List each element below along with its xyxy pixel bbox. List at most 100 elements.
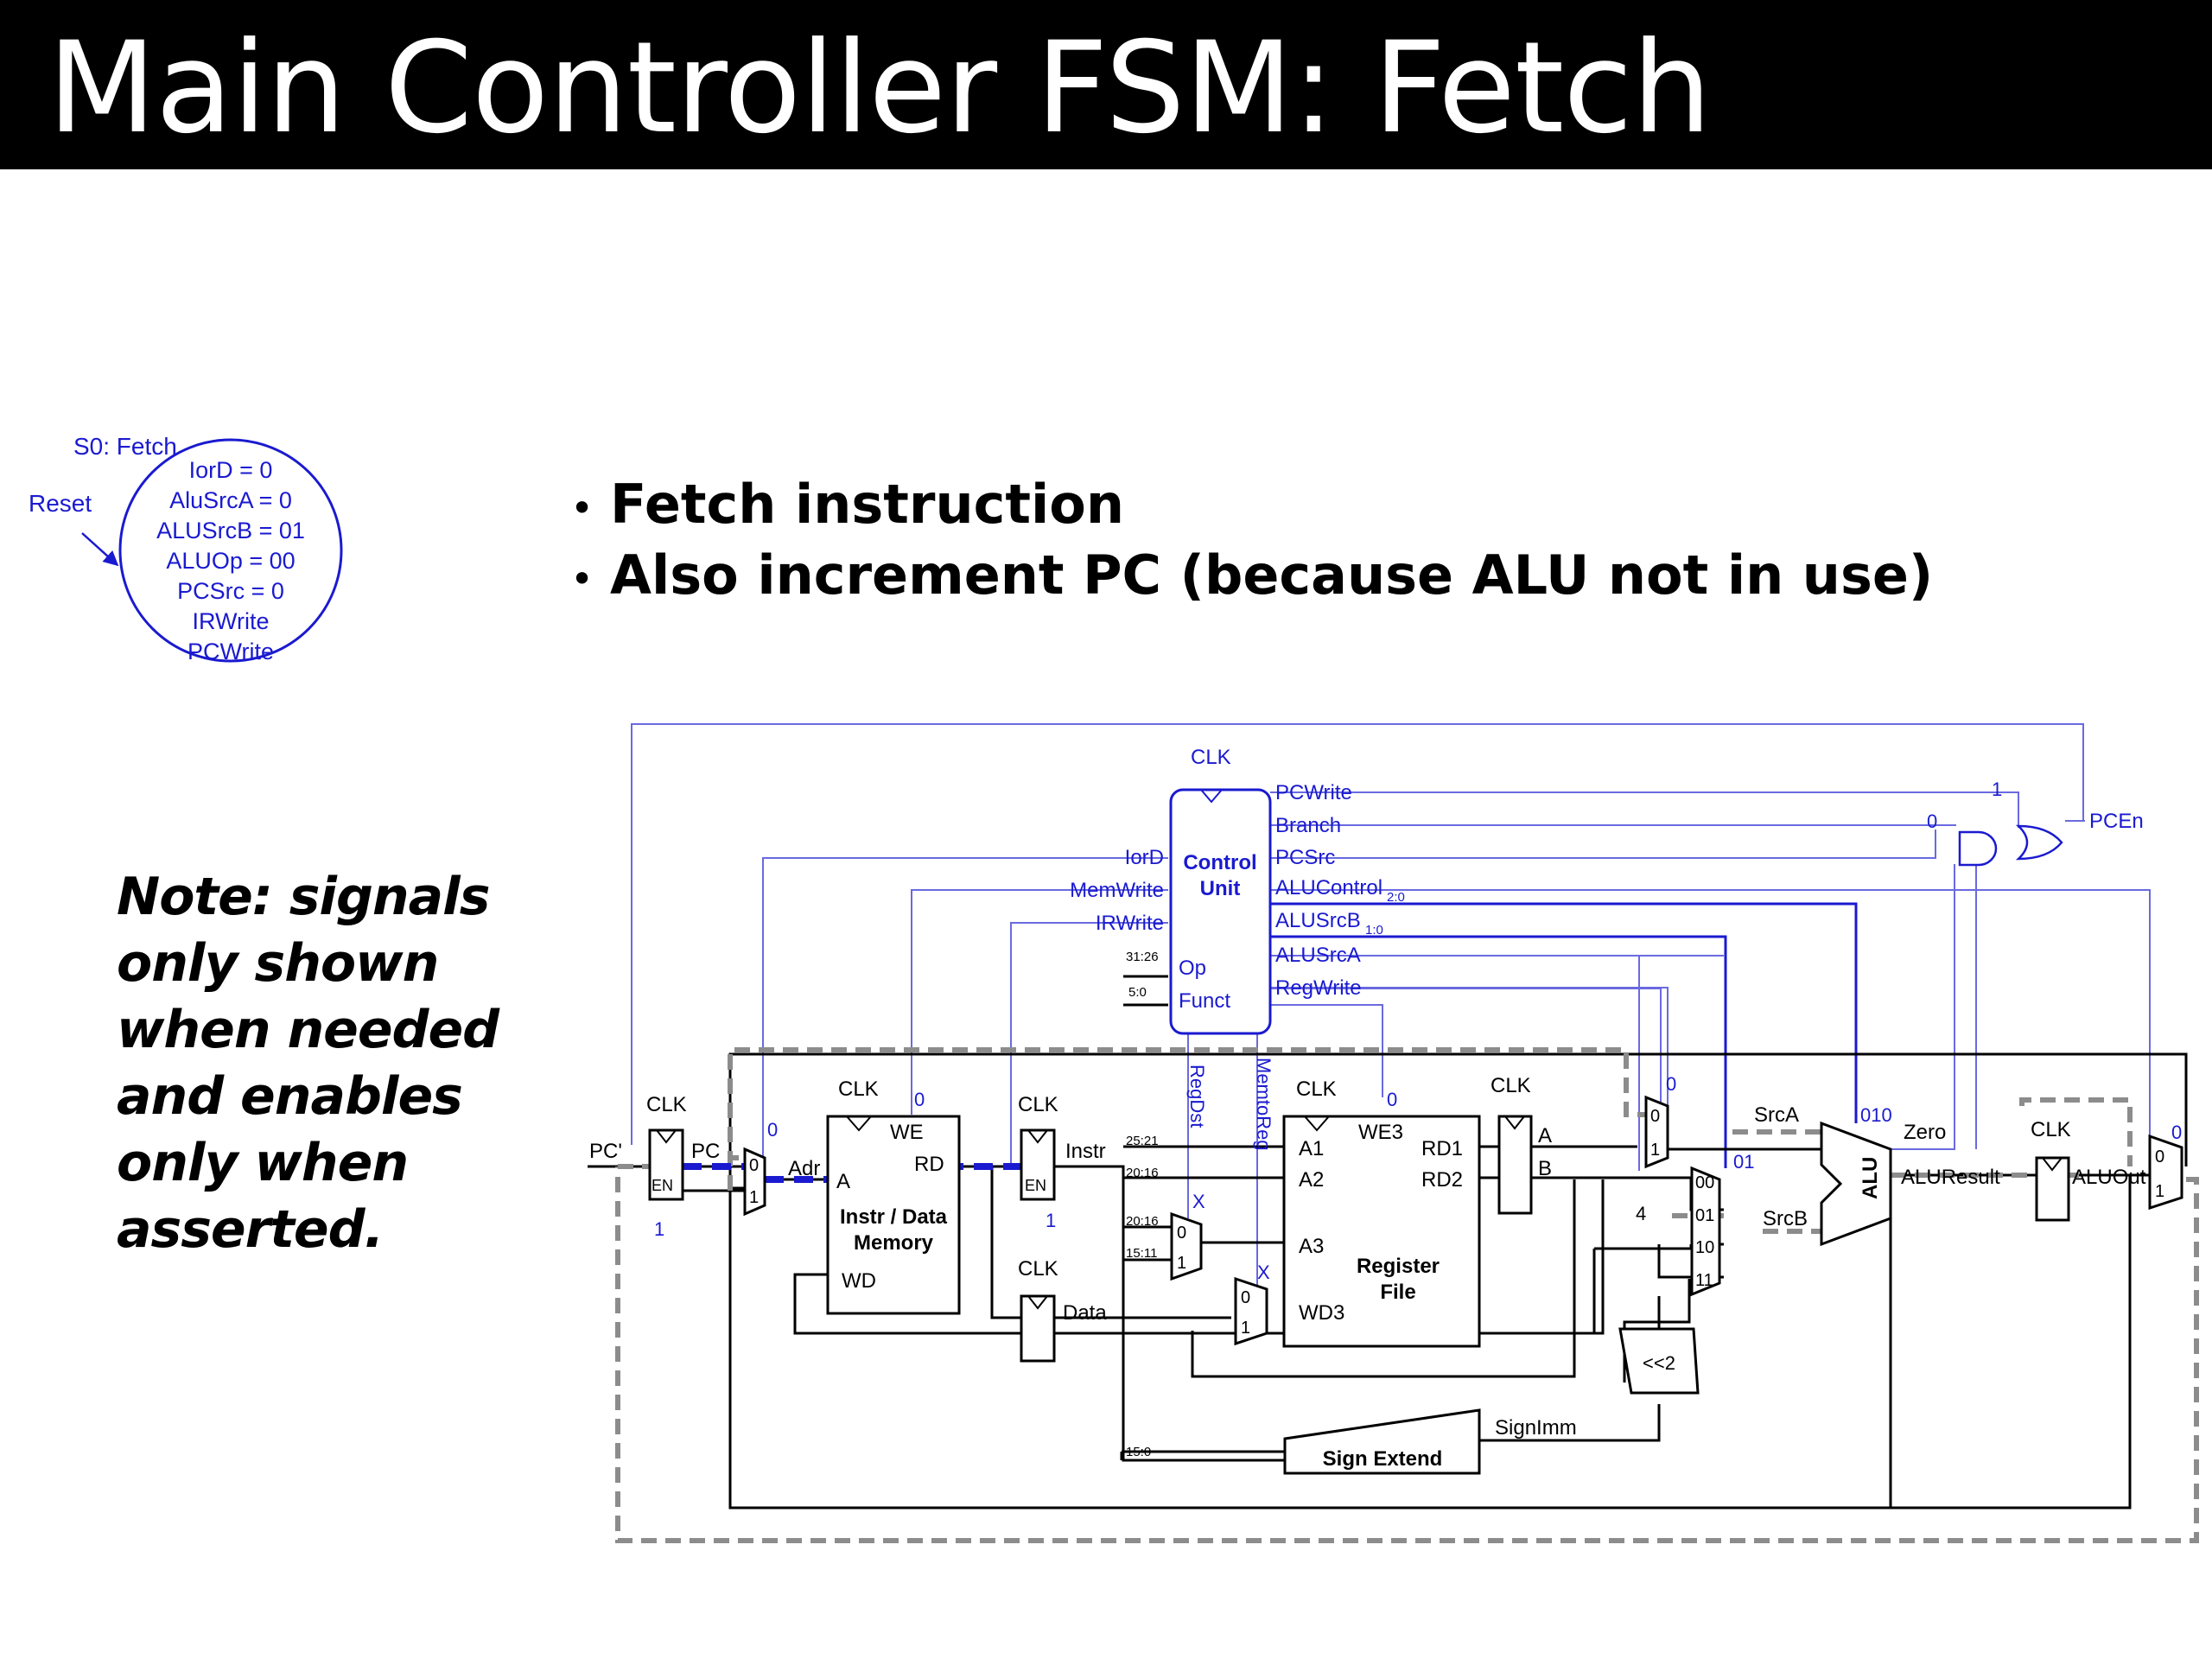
signimm-label: SignImm bbox=[1495, 1416, 1577, 1440]
cu-regdst: RegDst bbox=[1186, 1065, 1208, 1128]
instr-data-memory: CLK WE 0 A RD WD Instr / Data Memory bbox=[826, 1077, 961, 1315]
data-clk-label: CLK bbox=[1018, 1257, 1058, 1281]
cu-funct-label: Funct bbox=[1179, 989, 1230, 1013]
ir-clk-label: CLK bbox=[1018, 1093, 1058, 1116]
field-label: 20:16 bbox=[1126, 1214, 1159, 1229]
sign-extend: Sign Extend SignImm bbox=[1283, 1408, 1577, 1475]
fsm-line: ALUOp = 00 bbox=[166, 548, 295, 574]
cu-out-alusrca: ALUSrcA bbox=[1275, 944, 1361, 967]
srcb-four: 4 bbox=[1636, 1203, 1646, 1224]
mem-name-1: Instr / Data bbox=[840, 1205, 948, 1229]
mem-clk-label: CLK bbox=[838, 1077, 879, 1101]
fsm-line: ALUSrcB = 01 bbox=[156, 518, 305, 543]
srcb-sel: 01 bbox=[1733, 1151, 1754, 1173]
pc-en-label: EN bbox=[652, 1177, 673, 1194]
cu-out-pcwrite: PCWrite bbox=[1275, 781, 1352, 804]
rf-rd1-label: RD1 bbox=[1421, 1137, 1463, 1160]
shift-label: <<2 bbox=[1643, 1352, 1675, 1374]
slide-title: Main Controller FSM: Fetch bbox=[48, 15, 1712, 162]
data-register: CLK Data bbox=[1018, 1257, 1107, 1363]
ir-en-label: EN bbox=[1025, 1177, 1046, 1194]
pc-register: CLK EN PC' PC 1 bbox=[589, 1093, 720, 1240]
rf-name-1: Register bbox=[1357, 1255, 1440, 1278]
data-wires bbox=[588, 975, 2188, 1510]
cu-subtitle: Unit bbox=[1200, 877, 1241, 900]
fsm-state: S0: Fetch Reset IorD = 0 AluSrcA = 0 ALU… bbox=[29, 433, 343, 664]
memtoreg-in0: 0 bbox=[1241, 1288, 1250, 1307]
reset-arrow bbox=[81, 532, 119, 567]
bullet-item: • Fetch instruction bbox=[570, 471, 1933, 542]
addr-mux-in0: 0 bbox=[749, 1156, 759, 1175]
mem-we-value: 0 bbox=[914, 1089, 925, 1110]
ab-a-label: A bbox=[1538, 1124, 1552, 1147]
control-wires bbox=[631, 723, 2151, 1296]
cu-out-pcsrc: PCSrc bbox=[1275, 846, 1335, 869]
fsm-state-circle bbox=[118, 438, 343, 663]
aluout-register: CLK ALUOut bbox=[2031, 1118, 2146, 1222]
rf-name-2: File bbox=[1380, 1281, 1415, 1304]
ir-out-label: Instr bbox=[1065, 1140, 1106, 1163]
cu-out-alucontrol: ALUControl bbox=[1275, 876, 1382, 899]
srca-sel: 0 bbox=[1666, 1073, 1676, 1095]
fsm-line: IRWrite bbox=[192, 608, 269, 634]
fsm-reset-label: Reset bbox=[29, 490, 92, 517]
cu-in-iord: IorD bbox=[1125, 846, 1164, 869]
pcen-logic: PCEn 1 0 bbox=[1927, 779, 2144, 867]
alu-control-wires bbox=[1270, 902, 1858, 1168]
datapath: CLK EN PC' PC 1 0 1 0 Adr CLK WE 0 A RD … bbox=[588, 723, 2199, 1543]
addr-mux-sel: 0 bbox=[767, 1119, 778, 1141]
fsm-line: PCSrc = 0 bbox=[177, 578, 284, 604]
rf-wd3-label: WD3 bbox=[1299, 1301, 1344, 1325]
field-label: 20:16 bbox=[1126, 1166, 1159, 1180]
rf-clk-label: CLK bbox=[1296, 1077, 1337, 1101]
pcsrc-sel: 0 bbox=[2171, 1122, 2182, 1143]
op-bits: 31:26 bbox=[1126, 950, 1159, 964]
rf-we3-value: 0 bbox=[1387, 1089, 1397, 1110]
title-bar: Main Controller FSM: Fetch bbox=[0, 0, 2212, 169]
field-label: 15:0 bbox=[1126, 1445, 1151, 1459]
bullet-dot: • bbox=[570, 484, 594, 531]
cu-in-irwrite: IRWrite bbox=[1096, 912, 1164, 935]
rf-a2-label: A2 bbox=[1299, 1168, 1324, 1192]
funct-bits: 5:0 bbox=[1128, 985, 1147, 1000]
bullet-text: Also increment PC (because ALU not in us… bbox=[610, 543, 1934, 607]
bullet-dot: • bbox=[570, 555, 594, 602]
instr-register: CLK EN 1 Instr bbox=[1018, 1093, 1106, 1231]
fsm-state-name: S0: Fetch bbox=[73, 433, 177, 460]
adr-label: Adr bbox=[788, 1157, 820, 1180]
ir-en-value: 1 bbox=[1046, 1210, 1056, 1231]
pc-prime-label: PC' bbox=[589, 1140, 622, 1163]
bullet-item: • Also increment PC (because ALU not in u… bbox=[570, 542, 1933, 613]
field-label: 15:11 bbox=[1126, 1246, 1157, 1261]
cu-out-alusrcb: ALUSrcB bbox=[1275, 909, 1361, 932]
mem-wd-label: WD bbox=[842, 1269, 876, 1293]
srcb-in01: 01 bbox=[1695, 1206, 1714, 1225]
addr-mux-in1: 1 bbox=[749, 1188, 759, 1207]
srca-mux: 0 1 0 SrcA bbox=[1644, 1073, 1799, 1169]
note-text: Note: signals only shown when needed and… bbox=[117, 867, 499, 1260]
memtoreg-x: X bbox=[1257, 1262, 1270, 1283]
alu: ALU 010 Zero ALUResult bbox=[1820, 1104, 2000, 1247]
instr-field-labels: 31:26 5:0 25:21 20:16 20:16 15:11 15:0 bbox=[1126, 950, 1159, 1459]
bullet-list: • Fetch instruction • Also increment PC (b… bbox=[570, 471, 1933, 613]
srcb-mux: 00 01 10 11 01 4 SrcB bbox=[1636, 1151, 1808, 1297]
pcsrc-in1: 1 bbox=[2155, 1182, 2164, 1201]
fsm-line: AluSrcA = 0 bbox=[169, 487, 292, 513]
bullet-text: Fetch instruction bbox=[610, 473, 1125, 536]
regdst-mux: 0 1 X bbox=[1170, 1191, 1205, 1281]
address-mux: 0 1 0 Adr bbox=[743, 1119, 820, 1217]
field-label: 25:21 bbox=[1126, 1134, 1159, 1148]
ab-b-label: B bbox=[1538, 1157, 1552, 1180]
cu-memtoreg: MemtoReg bbox=[1253, 1058, 1274, 1151]
srca-in0: 0 bbox=[1650, 1107, 1660, 1126]
cu-out-alusrcb-sub: 1:0 bbox=[1365, 923, 1383, 938]
mem-a-label: A bbox=[836, 1170, 850, 1193]
pcsrc-in0: 0 bbox=[2155, 1147, 2164, 1166]
control-unit: CLK Control Unit Op Funct PCWrite Branch… bbox=[1070, 746, 1405, 1151]
cu-op-label: Op bbox=[1179, 957, 1206, 980]
regdst-in1: 1 bbox=[1177, 1254, 1186, 1273]
memtoreg-mux: 0 1 X bbox=[1234, 1262, 1270, 1346]
cu-out-regwrite: RegWrite bbox=[1275, 976, 1362, 1000]
cu-clk-label: CLK bbox=[1191, 746, 1231, 769]
